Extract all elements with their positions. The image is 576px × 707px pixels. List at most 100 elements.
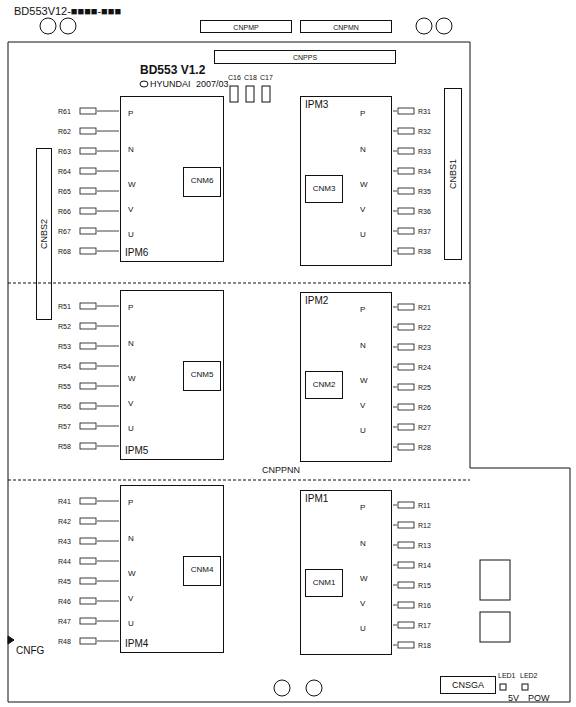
resistor-symbol <box>80 558 96 564</box>
part-ref: R26 <box>418 404 431 411</box>
resistor-symbol <box>80 128 96 134</box>
part-ref: R68 <box>58 248 71 255</box>
resistor-symbol <box>398 344 414 350</box>
part-ref: R33 <box>418 148 431 155</box>
part-ref: R22 <box>418 324 431 331</box>
part-ref: R27 <box>418 424 431 431</box>
resistor-symbol <box>80 498 96 504</box>
trace <box>393 545 397 546</box>
part-ref: R35 <box>418 188 431 195</box>
pin-name: N <box>128 146 134 154</box>
board-marking: HYUNDAI <box>150 80 191 89</box>
resistor-symbol <box>398 168 414 174</box>
resistor-symbol <box>80 578 96 584</box>
resistor-symbol <box>80 248 96 254</box>
section-line <box>8 480 470 481</box>
resistor-symbol <box>80 108 96 114</box>
trace <box>97 251 119 252</box>
trace <box>393 387 397 388</box>
connector-box: CNM4 <box>183 556 221 586</box>
trace <box>97 561 119 562</box>
trace <box>393 447 397 448</box>
board-marking: LED2 <box>520 672 538 679</box>
resistor-symbol <box>398 324 414 330</box>
trace <box>97 131 119 132</box>
board-marking: CNFG <box>16 646 44 656</box>
part-ref: R53 <box>58 343 71 350</box>
part-ref: R52 <box>58 323 71 330</box>
pin1-arrow <box>8 636 14 644</box>
trace <box>97 541 119 542</box>
trace <box>97 151 119 152</box>
pin-name: P <box>360 306 365 314</box>
led-symbol <box>522 684 528 690</box>
capacitor-symbol <box>40 18 56 34</box>
connector-box: CNPMN <box>300 20 392 33</box>
trace <box>97 521 119 522</box>
connector-box: CNPPS <box>214 50 396 64</box>
trace <box>97 426 119 427</box>
pin-name: N <box>360 540 366 548</box>
resistor-symbol <box>80 303 96 309</box>
pin-name: V <box>360 600 365 608</box>
trace <box>97 446 119 447</box>
capacitor-symbol <box>230 86 238 102</box>
pin-name: W <box>360 575 368 583</box>
pin-name: V <box>360 402 365 410</box>
part-ref: R64 <box>58 168 71 175</box>
part-ref: R57 <box>58 423 71 430</box>
resistor-symbol <box>80 148 96 154</box>
board-marking: C18 <box>244 74 257 81</box>
part-ref: R24 <box>418 364 431 371</box>
capacitor-symbol <box>246 86 254 102</box>
connector-box: CNBS2 <box>36 148 52 320</box>
resistor-symbol <box>80 638 96 644</box>
trace <box>393 131 397 132</box>
connector-box: CNBS1 <box>444 88 462 260</box>
part-name: CNSGA <box>452 681 484 690</box>
resistor-symbol <box>398 228 414 234</box>
trace <box>97 111 119 112</box>
trace <box>97 231 119 232</box>
resistor-symbol <box>398 424 414 430</box>
part-name: CNPMN <box>333 23 359 30</box>
part-ref: R47 <box>58 618 71 625</box>
part-ref: R12 <box>418 522 431 529</box>
resistor-symbol <box>398 522 414 528</box>
resistor-symbol <box>80 188 96 194</box>
resistor-symbol <box>80 598 96 604</box>
resistor-symbol <box>80 383 96 389</box>
board-marking: C16 <box>228 74 241 81</box>
trace <box>393 347 397 348</box>
board-marking: 5V <box>508 694 519 703</box>
part-ref: R21 <box>418 304 431 311</box>
capacitor-symbol <box>436 18 452 34</box>
pin-name: V <box>128 400 133 408</box>
pin-name: P <box>360 110 365 118</box>
part-ref: R62 <box>58 128 71 135</box>
resistor-symbol <box>398 148 414 154</box>
pin-name: W <box>128 570 136 578</box>
resistor-symbol <box>398 444 414 450</box>
trace <box>393 327 397 328</box>
ic-outline <box>480 612 510 642</box>
part-ref: R46 <box>58 598 71 605</box>
part-ref: R11 <box>418 502 430 509</box>
resistor-symbol <box>398 582 414 588</box>
pin-name: W <box>360 181 368 189</box>
part-name: CNM2 <box>313 381 336 389</box>
part-ref: R17 <box>418 622 431 629</box>
pin-name: V <box>360 206 365 214</box>
resistor-symbol <box>398 188 414 194</box>
pin-name: W <box>128 181 136 189</box>
trace <box>393 307 397 308</box>
pin-name: W <box>128 375 136 383</box>
part-ref: R55 <box>58 383 71 390</box>
trace <box>393 427 397 428</box>
capacitor-symbol <box>60 18 76 34</box>
trace <box>97 346 119 347</box>
trace <box>97 326 119 327</box>
part-ref: R14 <box>418 562 431 569</box>
part-name: CNM5 <box>191 371 214 382</box>
